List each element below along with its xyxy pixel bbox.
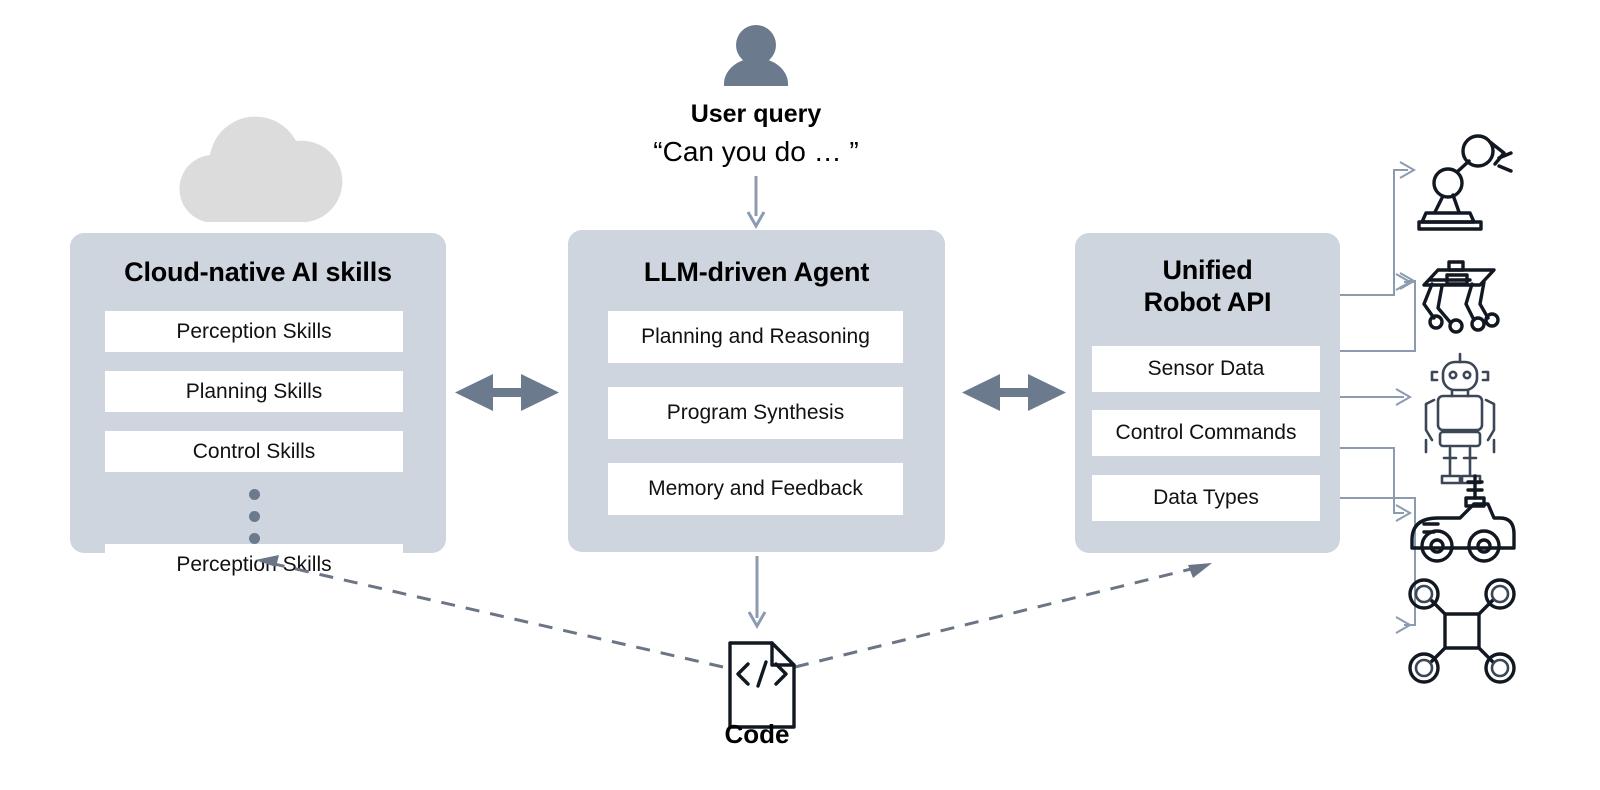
subbox-label: Perception Skills (176, 553, 332, 576)
subbox-api-1[interactable]: Control Commands (1092, 410, 1320, 456)
subbox-label-agent-2: Memory and Feedback (648, 477, 863, 500)
panel-title-cloud-native-ai-skills: Cloud-native AI skills (124, 257, 392, 287)
subbox-label-agent-1: Program Synthesis (666, 401, 845, 424)
quadcopter-drone-icon (1408, 578, 1516, 684)
subbox-agent-2[interactable]: Memory and Feedback (608, 463, 903, 515)
code-label: Code (724, 719, 790, 749)
api-to-robots-connectors (1340, 161, 1417, 634)
panel-title-line-2: Robot API (1143, 286, 1272, 317)
bidirectional-arrow-right (962, 374, 1066, 411)
subbox-label-cloud-2: Control Skills (192, 439, 316, 463)
subbox-cloud-2[interactable]: Control Skills (105, 431, 403, 472)
subbox-api-0[interactable]: Sensor Data (1092, 346, 1320, 392)
user-to-agent-arrow (746, 176, 766, 230)
subbox-label-cloud-1: Planning Skills (185, 379, 323, 403)
ellipsis-dot-2 (249, 511, 260, 522)
mobile-rover-robot-icon (1410, 474, 1516, 563)
subbox-agent-1[interactable]: Program Synthesis (608, 387, 903, 439)
subbox-label-api-0: Sensor Data (1147, 357, 1265, 380)
user-query-quote: “Can you do … ” (653, 136, 859, 167)
code-to-api-dashed-arrow (794, 563, 1212, 669)
subbox-cloud-1[interactable]: Planning Skills (105, 371, 403, 412)
user-query-title: User query (690, 100, 822, 128)
subbox-cloud-0[interactable]: Perception Skills (105, 311, 403, 352)
agent-to-code-arrow (747, 556, 767, 630)
panel-title-llm-driven-agent: LLM-driven Agent (643, 257, 870, 287)
bidirectional-arrow-left (455, 374, 559, 411)
panel-title-unified-robot-api: Unified Robot API (1075, 255, 1340, 319)
robot-arm-icon (1417, 134, 1513, 231)
subbox-label-api-1: Control Commands (1115, 421, 1297, 444)
subbox-label-agent-0: Planning and Reasoning (641, 325, 870, 348)
subbox-perception-skills[interactable]: Perception Skills (105, 544, 403, 586)
quadruped-robot-icon (1422, 260, 1500, 334)
ellipsis-dot-1 (249, 489, 260, 500)
subbox-agent-0[interactable]: Planning and Reasoning (608, 311, 903, 363)
ellipsis-dot-3 (249, 533, 260, 544)
subbox-label-cloud-0: Perception Skills (176, 319, 332, 343)
panel-title-line-1: Unified (1162, 255, 1253, 285)
cloud-icon (179, 116, 343, 222)
code-file-icon[interactable] (728, 641, 796, 729)
humanoid-robot-icon (1424, 352, 1496, 485)
subbox-label-api-2: Data Types (1153, 486, 1259, 509)
subbox-api-2[interactable]: Data Types (1092, 475, 1320, 521)
person-icon (724, 25, 788, 86)
